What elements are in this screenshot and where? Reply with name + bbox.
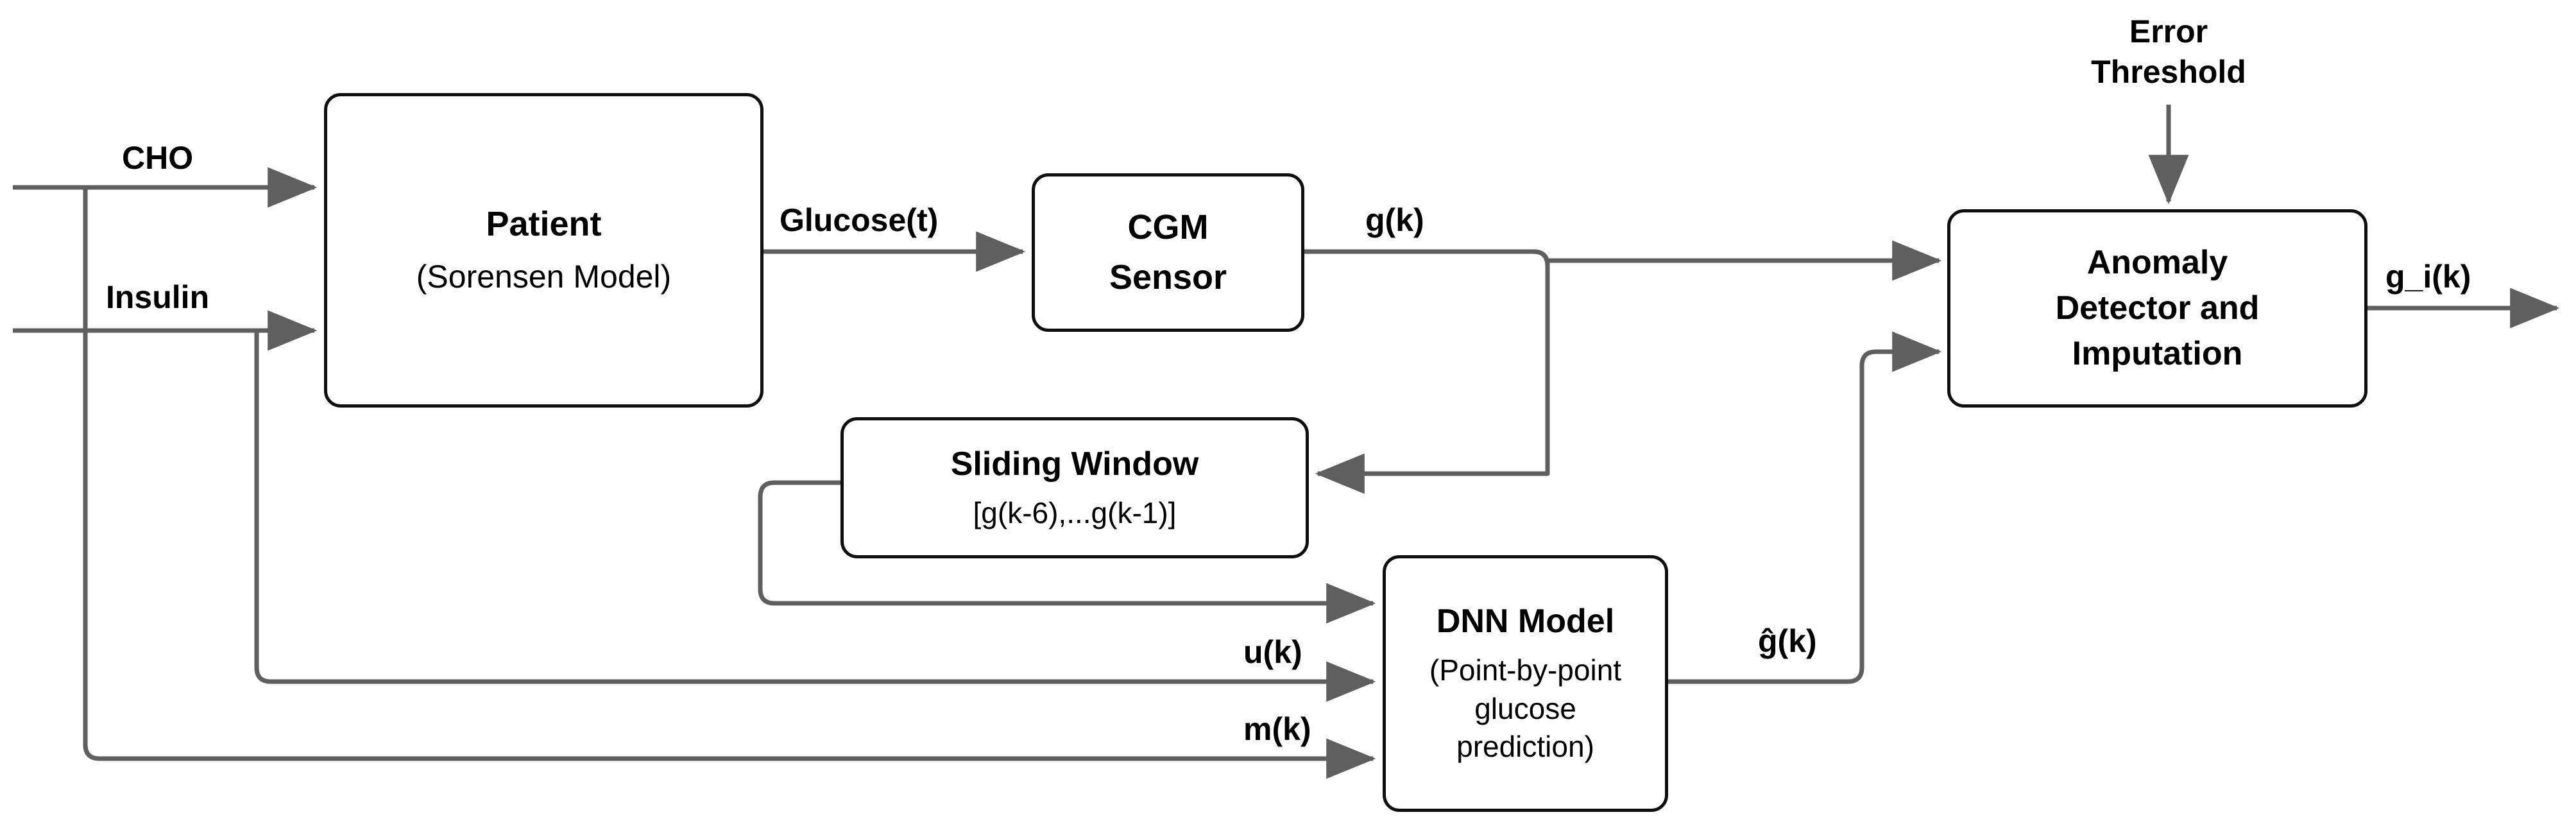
block-cgm-title-line2: Sensor [1109,257,1227,297]
block-patient-subtitle: (Sorensen Model) [416,259,672,295]
block-anomaly-detector[interactable]: Anomaly Detector and Imputation [1947,209,2367,408]
label-m-k: m(k) [1243,711,1311,747]
block-dnn-subtitle-line1: (Point-by-point [1429,653,1622,687]
block-sliding-window-title: Sliding Window [950,445,1199,483]
block-dnn-title: DNN Model [1436,602,1615,640]
block-sliding-window-subtitle: [g(k-6),...g(k-1)] [973,495,1177,529]
label-g-i-k: g_i(k) [2385,259,2471,295]
block-sliding-window[interactable]: Sliding Window [g(k-6),...g(k-1)] [840,417,1309,558]
block-anomaly-title-line1: Anomaly [2086,244,2228,281]
label-insulin: Insulin [106,279,210,315]
wire-gk-to-sliding-window [1315,261,1550,494]
block-dnn-subtitle-line3: prediction) [1456,730,1594,764]
block-anomaly-title-line3: Imputation [2072,335,2243,372]
wire-cho-branch-mk [83,187,1376,779]
label-g-k: g(k) [1365,202,1424,238]
block-cgm-title-line1: CGM [1127,208,1209,246]
label-cho: CHO [122,140,194,176]
block-patient[interactable]: Patient (Sorensen Model) [324,93,763,408]
label-error-threshold-line2: Threshold [2091,53,2246,90]
label-g-hat-k: ĝ(k) [1758,623,1817,659]
label-error-threshold-line1: Error [2129,13,2208,49]
block-anomaly-title-line2: Detector and [2055,289,2260,327]
label-u-k: u(k) [1243,634,1302,670]
block-cgm-sensor[interactable]: CGM Sensor [1032,173,1304,332]
block-dnn-subtitle-line2: glucose [1474,691,1576,725]
label-error-threshold: Error Threshold [2072,12,2265,92]
wire-insulin-branch-uk [254,331,1376,702]
label-glucose-t: Glucose(t) [780,202,939,238]
wire-ghat-to-anomaly [1668,331,1942,684]
block-patient-title: Patient [486,204,602,243]
block-dnn-model[interactable]: DNN Model (Point-by-point glucose predic… [1383,555,1668,812]
wire-gk-corner [1304,249,1550,266]
wire-sliding-window-to-dnn [758,480,1376,624]
